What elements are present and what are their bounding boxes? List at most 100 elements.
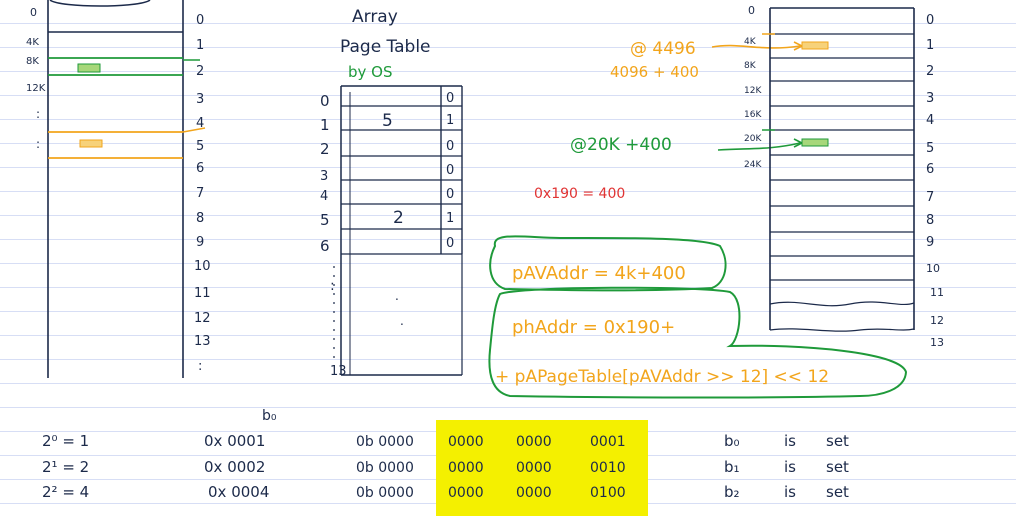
right-page-9: 9 [926, 235, 934, 250]
svg-text:.: . [400, 314, 404, 328]
bit-row-0-bit: b₀ [724, 432, 740, 450]
bit-row-0-g3: 0001 [590, 434, 626, 450]
pt-index-3: 3 [320, 169, 328, 184]
left-page-numbers: 0 1 2 3 4 5 6 7 8 9 10 11 12 13 : [194, 13, 211, 374]
right-page-2: 2 [926, 64, 934, 79]
bit-row-1-hex: 0x 0002 [204, 458, 265, 476]
pva-formula: pAVAddr = 4k+400 [512, 263, 686, 284]
bit-row-1-g3: 0010 [590, 460, 626, 476]
bit-row-2-state: set [826, 483, 849, 501]
bit-row-0-g2: 0000 [516, 434, 552, 450]
annotation-hex-190: 0x190 = 400 [534, 186, 625, 202]
pt-index-6: 6 [320, 237, 330, 255]
right-page-12: 12 [930, 314, 944, 327]
right-page-10: 10 [926, 262, 940, 275]
page-table-entries: 5 2 0 1 0 0 0 1 0 [382, 91, 454, 251]
pt-index-dots: : [330, 278, 335, 294]
bit-row-2-g3: 0100 [590, 485, 626, 501]
page-table: . . [340, 85, 463, 376]
right-page-4: 4 [926, 113, 934, 128]
bit-row-0-is: is [784, 432, 796, 450]
pt-valid-3: 0 [446, 163, 454, 178]
right-addr-20k: 20K [744, 134, 762, 144]
ph-addr-line2: + pAPageTable[pAVAddr >> 12] << 12 [495, 367, 829, 387]
bit-row-0-hex: 0x 0001 [204, 432, 265, 450]
bit-row-1-power: 2¹ = 2 [42, 458, 89, 476]
pt-valid-0: 0 [446, 91, 454, 106]
left-addr-dots-2: : [36, 137, 40, 151]
pt-index-1: 1 [320, 116, 330, 134]
right-page-6: 6 [926, 162, 934, 177]
ph-addr-bubble [488, 286, 908, 399]
pt-index-13: 13 [330, 364, 347, 379]
pt-valid-6: 0 [446, 236, 454, 251]
right-addr-4k: 4K [744, 37, 757, 47]
left-page-7: 7 [196, 186, 204, 201]
bit-row-2-hex: 0x 0004 [208, 483, 269, 501]
bit-row-2-bin-prefix: 0b 0000 [356, 485, 414, 501]
svg-text:.: . [395, 289, 399, 303]
bit-row-2-is: is [784, 483, 796, 501]
annotation-4096-plus-400: 4096 + 400 [610, 63, 699, 81]
left-page-0: 0 [196, 13, 204, 28]
right-addr-0: 0 [748, 4, 755, 17]
right-page-0: 0 [926, 13, 934, 28]
ph-addr-line1: phAddr = 0x190+ [512, 317, 675, 338]
right-orange-marker [801, 41, 829, 50]
bit-row-1-bit: b₁ [724, 458, 740, 476]
pt-frame-5: 2 [393, 208, 404, 228]
annotation-at-4496: @ 4496 [630, 39, 696, 59]
green-data-marker [77, 63, 101, 73]
left-addr-dots-1: : [36, 107, 40, 121]
left-addr-0: 0 [30, 6, 37, 19]
bit-row-2: 2² = 4 0x 0004 0b 0000 0000 0000 0100 b₂… [42, 483, 849, 501]
yellow-highlight [436, 420, 648, 516]
right-page-1: 1 [926, 38, 934, 53]
bit-row-0-bin-prefix: 0b 0000 [356, 434, 414, 450]
left-page-11: 11 [194, 286, 211, 301]
pt-valid-1: 1 [446, 113, 454, 128]
annotation-at-20k: @20K +400 [570, 135, 672, 155]
left-page-13: 13 [194, 334, 211, 349]
bit-row-2-power: 2² = 4 [42, 483, 89, 501]
bit-row-0-g1: 0000 [448, 434, 484, 450]
page-table-title-2: Page Table [340, 37, 431, 57]
left-addr-12k: 12K [26, 83, 46, 94]
page-table-title-1: Array [352, 7, 398, 27]
left-page-dots: : [198, 359, 202, 374]
green-arrow [717, 142, 801, 151]
pt-index-4: 4 [320, 189, 328, 204]
right-page-8: 8 [926, 213, 934, 228]
bit-row-1-bin-prefix: 0b 0000 [356, 460, 414, 476]
right-page-3: 3 [926, 91, 934, 106]
right-addr-24k: 24K [744, 160, 762, 170]
left-memory-block [47, 0, 184, 378]
right-page-11: 11 [930, 286, 944, 299]
right-addr-labels: 0 4K 8K 12K 16K 20K 24K [744, 4, 762, 170]
left-addr-4k: 4K [26, 37, 39, 48]
pva-formula-bubble [489, 235, 727, 292]
left-page-5: 5 [196, 139, 204, 154]
pt-valid-2: 0 [446, 139, 454, 154]
bit-row-2-g1: 0000 [448, 485, 484, 501]
left-page-8: 8 [196, 211, 204, 226]
right-memory-block [769, 7, 915, 332]
orange-arrow [711, 44, 801, 49]
left-page-10: 10 [194, 259, 211, 274]
left-page-1: 1 [196, 38, 204, 53]
pt-frame-1: 5 [382, 111, 393, 131]
bit-row-0: 2⁰ = 1 0x 0001 0b 0000 0000 0000 0001 b₀… [42, 432, 849, 450]
pt-index-5: 5 [320, 211, 330, 229]
left-page-2: 2 [196, 64, 204, 79]
right-addr-16k: 16K [744, 110, 762, 120]
left-page-12: 12 [194, 311, 211, 326]
bit-row-1-g2: 0000 [516, 460, 552, 476]
bit-row-1: 2¹ = 2 0x 0002 0b 0000 0000 0000 0010 b₁… [42, 458, 849, 476]
right-page-7: 7 [926, 190, 934, 205]
bit-row-2-bit: b₂ [724, 483, 740, 501]
bit-row-1-state: set [826, 458, 849, 476]
right-page-13: 13 [930, 336, 944, 349]
left-page-4: 4 [196, 116, 204, 131]
right-addr-8k: 8K [744, 61, 757, 71]
